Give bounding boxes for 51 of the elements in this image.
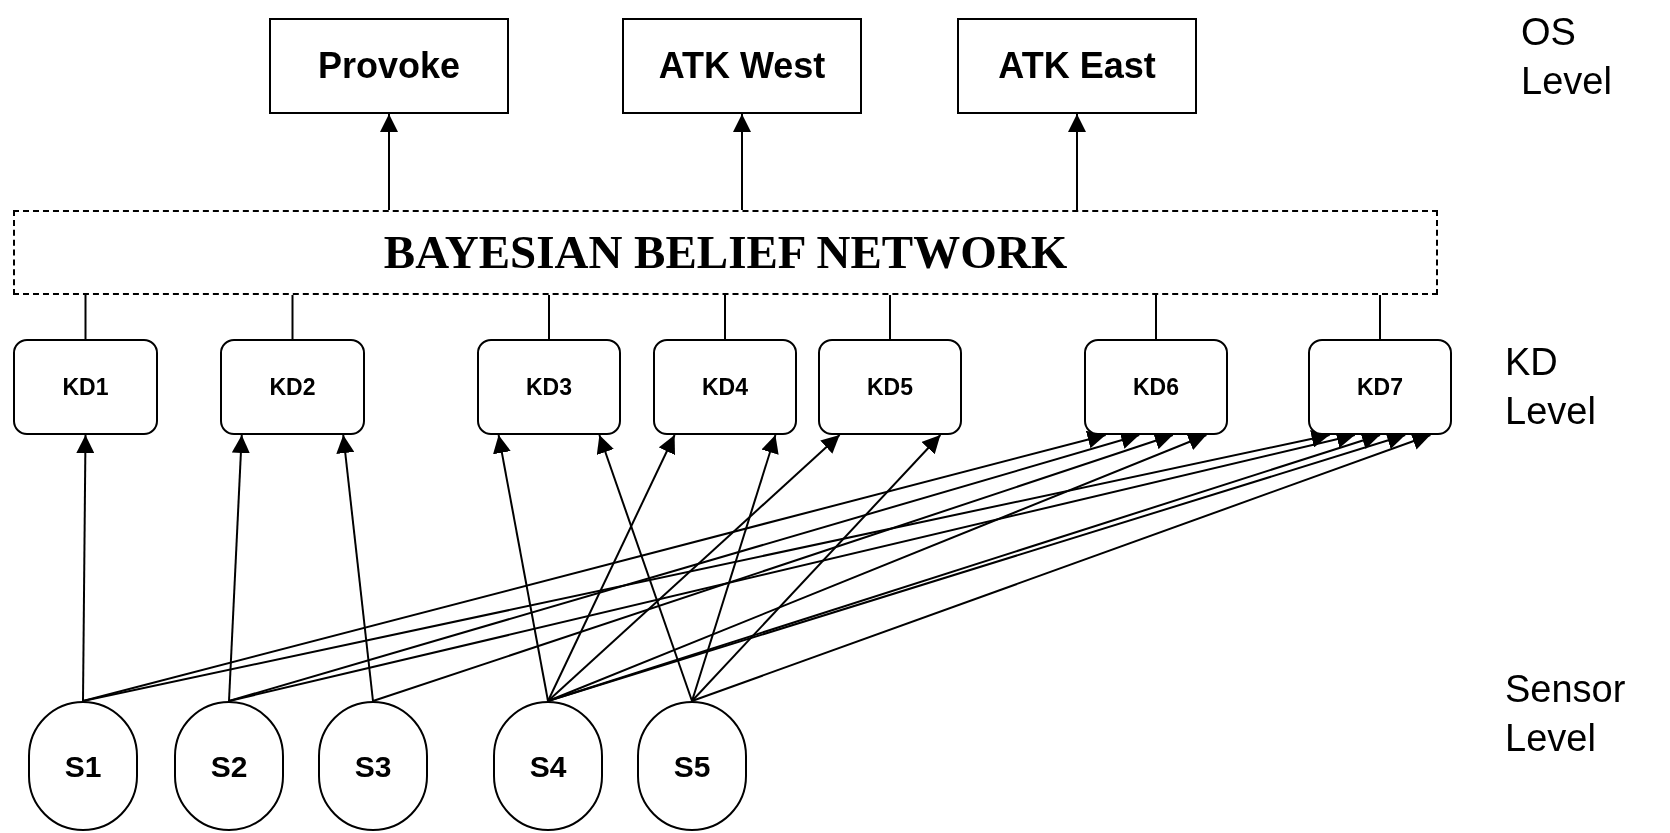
node-label: S2 bbox=[210, 748, 248, 785]
node-label: S5 bbox=[673, 748, 711, 785]
node-label: KD7 bbox=[1357, 372, 1403, 402]
level-label: Sensor Level bbox=[1505, 667, 1627, 762]
node-label: ATK West bbox=[658, 44, 826, 88]
node-label: KD6 bbox=[1133, 372, 1179, 402]
process-box bbox=[622, 18, 862, 114]
arrow bbox=[1068, 113, 1086, 211]
node-label: KD1 bbox=[62, 372, 109, 402]
node-label: KD5 bbox=[867, 372, 913, 402]
connector-line bbox=[724, 294, 726, 340]
node-label: KD4 bbox=[702, 372, 748, 402]
rounded-box bbox=[13, 339, 158, 435]
arrow bbox=[691, 434, 779, 702]
arrow bbox=[547, 434, 841, 702]
connector-line bbox=[889, 294, 891, 340]
connector-line bbox=[548, 294, 550, 340]
arrow bbox=[228, 434, 250, 702]
connector-line bbox=[84, 294, 87, 340]
connector-line bbox=[1155, 294, 1157, 340]
rounded-box bbox=[477, 339, 621, 435]
arrow bbox=[493, 434, 549, 702]
arrow bbox=[733, 113, 751, 211]
arrow bbox=[336, 434, 374, 702]
arrow bbox=[691, 432, 1432, 702]
arrow bbox=[372, 432, 1174, 702]
node-label: S4 bbox=[529, 748, 567, 785]
process-box bbox=[957, 18, 1197, 114]
node-label: S1 bbox=[64, 748, 102, 785]
arrow bbox=[76, 434, 95, 702]
rounded-box bbox=[818, 339, 962, 435]
node-label: ATK East bbox=[998, 44, 1156, 88]
level-label: KD Level bbox=[1505, 340, 1597, 435]
level-label: OS Level bbox=[1521, 10, 1613, 105]
process-box bbox=[269, 18, 509, 114]
node-label: KD3 bbox=[526, 372, 572, 402]
arrow bbox=[596, 434, 693, 702]
connector-line bbox=[1379, 294, 1381, 340]
rounded-box bbox=[1308, 339, 1452, 435]
node-label: S3 bbox=[354, 748, 392, 785]
node-label: BAYESIAN BELIEF NETWORK bbox=[383, 225, 1068, 281]
node-label: KD2 bbox=[269, 372, 316, 402]
network-band bbox=[13, 210, 1438, 295]
rounded-box bbox=[653, 339, 797, 435]
rounded-box bbox=[1084, 339, 1228, 435]
connector-line bbox=[291, 294, 294, 340]
arrow bbox=[380, 113, 398, 211]
rounded-box bbox=[220, 339, 365, 435]
arrow bbox=[691, 434, 942, 702]
arrow bbox=[547, 434, 676, 702]
node-label: Provoke bbox=[317, 44, 461, 88]
